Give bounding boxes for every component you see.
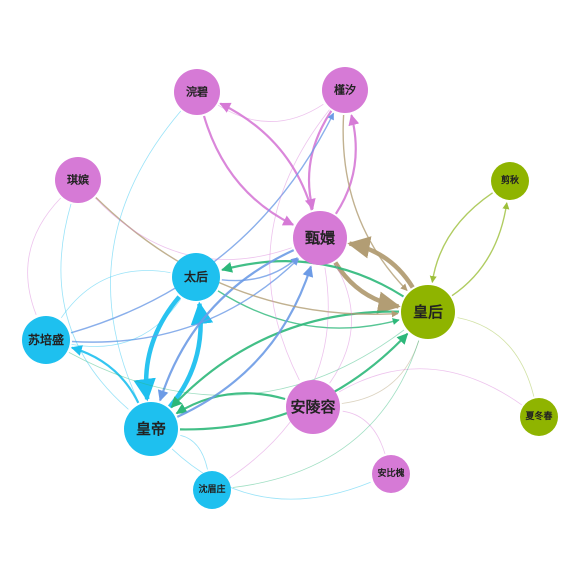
edge-anlingrong-to-huangdi bbox=[175, 392, 286, 415]
node-taihou[interactable]: 太后 bbox=[172, 253, 220, 301]
edge-zhenhuan-to-jinxi bbox=[334, 114, 360, 215]
edge-peiyun-to-supeisheng bbox=[27, 197, 61, 315]
node-label-anlingrong: 安陵容 bbox=[290, 398, 335, 416]
node-jinxi[interactable]: 槿汐 bbox=[322, 67, 368, 113]
node-jianqiu[interactable]: 剪秋 bbox=[491, 162, 529, 200]
node-huangdi[interactable]: 皇帝 bbox=[124, 402, 178, 456]
edge-jinxi-to-zhenhuan bbox=[304, 110, 333, 210]
edge-anbichi-to-anlingrong bbox=[342, 410, 386, 455]
edge-huangdi-to-supeisheng bbox=[70, 345, 140, 404]
node-circle-peiyun[interactable] bbox=[55, 157, 101, 203]
node-label-anbichi: 安比槐 bbox=[377, 467, 404, 479]
node-circle-anbichi[interactable] bbox=[372, 455, 410, 493]
node-circle-supeisheng[interactable] bbox=[22, 316, 70, 364]
node-xiadongchun[interactable]: 夏冬春 bbox=[520, 398, 558, 436]
node-circle-huanghou[interactable] bbox=[401, 285, 455, 339]
node-label-jinxi: 槿汐 bbox=[334, 83, 356, 97]
node-label-supeisheng: 苏培盛 bbox=[28, 332, 64, 347]
node-circle-wanbi[interactable] bbox=[174, 69, 220, 115]
edge-taihou-to-zhenhuan bbox=[221, 257, 298, 282]
edge-huanghou-to-huangdi bbox=[170, 310, 400, 408]
edge-xiadongchun-to-anlingrong bbox=[338, 368, 523, 406]
edge-jianqiu-to-huanghou bbox=[429, 192, 493, 283]
edge-shenmeizhuang-to-huanghou bbox=[232, 340, 420, 488]
edge-wanbi-to-huangdi bbox=[110, 110, 182, 402]
edge-wanbi-to-jinxi bbox=[217, 103, 324, 122]
node-anbichi[interactable]: 安比槐 bbox=[372, 455, 410, 493]
edge-supeisheng-to-zhenhuan bbox=[71, 258, 300, 343]
node-label-shenmeizhuang: 沈眉庄 bbox=[198, 483, 225, 495]
node-circle-jinxi[interactable] bbox=[322, 67, 368, 113]
node-label-xiadongchun: 夏冬春 bbox=[524, 410, 553, 422]
node-label-peiyun: 琪嫔 bbox=[67, 173, 89, 187]
edge-huangdi-to-zhenhuan bbox=[176, 265, 314, 418]
edge-shenmeizhuang-to-huangdi bbox=[180, 435, 208, 470]
node-huanghou[interactable]: 皇后 bbox=[401, 285, 455, 339]
node-circle-jianqiu[interactable] bbox=[491, 162, 529, 200]
edge-huangdi-to-taihou bbox=[167, 301, 214, 409]
node-label-jianqiu: 剪秋 bbox=[501, 174, 520, 186]
node-circle-taihou[interactable] bbox=[172, 253, 220, 301]
edge-taihou-to-huanghou bbox=[217, 290, 400, 329]
node-anlingrong[interactable]: 安陵容 bbox=[286, 380, 340, 434]
edge-huanghou-to-zhenhuan bbox=[347, 236, 415, 289]
edge-huangdi-to-anbichi bbox=[171, 448, 371, 500]
edge-taihou-to-huangdi bbox=[133, 295, 181, 402]
node-circle-xiadongchun[interactable] bbox=[520, 398, 558, 436]
edge-peiyun-to-zhenhuan bbox=[95, 197, 292, 260]
node-zhenhuan[interactable]: 甄嬛 bbox=[293, 211, 347, 265]
edge-peiyun-to-huanghou bbox=[95, 196, 399, 318]
node-circle-huangdi[interactable] bbox=[124, 402, 178, 456]
edge-taihou-to-supeisheng bbox=[60, 270, 171, 319]
edges-layer bbox=[27, 102, 535, 500]
node-wanbi[interactable]: 浣碧 bbox=[174, 69, 220, 115]
edge-jinxi-to-huanghou bbox=[342, 114, 408, 292]
edge-peiyun-to-huangdi bbox=[60, 203, 129, 410]
node-shenmeizhuang[interactable]: 沈眉庄 bbox=[193, 471, 231, 509]
edge-zhenhuan-to-huanghou bbox=[333, 261, 401, 314]
edge-jinxi-to-anlingrong bbox=[269, 109, 330, 381]
node-label-huangdi: 皇帝 bbox=[136, 420, 166, 438]
node-label-huanghou: 皇后 bbox=[413, 303, 443, 321]
edge-zhenhuan-to-wanbi bbox=[219, 102, 313, 211]
node-label-wanbi: 浣碧 bbox=[186, 85, 208, 99]
edge-supeisheng-to-huanghou bbox=[68, 329, 405, 396]
edge-anlingrong-to-zhenhuan bbox=[329, 263, 352, 384]
edge-wanbi-to-zhenhuan bbox=[202, 115, 295, 226]
edge-xiadongchun-to-huanghou bbox=[457, 317, 535, 397]
node-supeisheng[interactable]: 苏培盛 bbox=[22, 316, 70, 364]
node-circle-zhenhuan[interactable] bbox=[293, 211, 347, 265]
node-label-taihou: 太后 bbox=[184, 269, 208, 284]
edge-anlingrong-to-huanghou bbox=[341, 340, 420, 404]
edge-supeisheng-to-taihou bbox=[71, 298, 182, 347]
node-circle-shenmeizhuang[interactable] bbox=[193, 471, 231, 509]
edge-supeisheng-to-jinxi bbox=[70, 112, 335, 334]
edge-zhenhuan-to-huangdi bbox=[157, 249, 295, 402]
node-label-zhenhuan: 甄嬛 bbox=[305, 229, 336, 247]
edge-huanghou-to-taihou bbox=[221, 260, 405, 298]
edge-huanghou-to-jianqiu bbox=[451, 202, 510, 297]
node-peiyun[interactable]: 琪嫔 bbox=[55, 157, 101, 203]
node-circle-anlingrong[interactable] bbox=[286, 380, 340, 434]
